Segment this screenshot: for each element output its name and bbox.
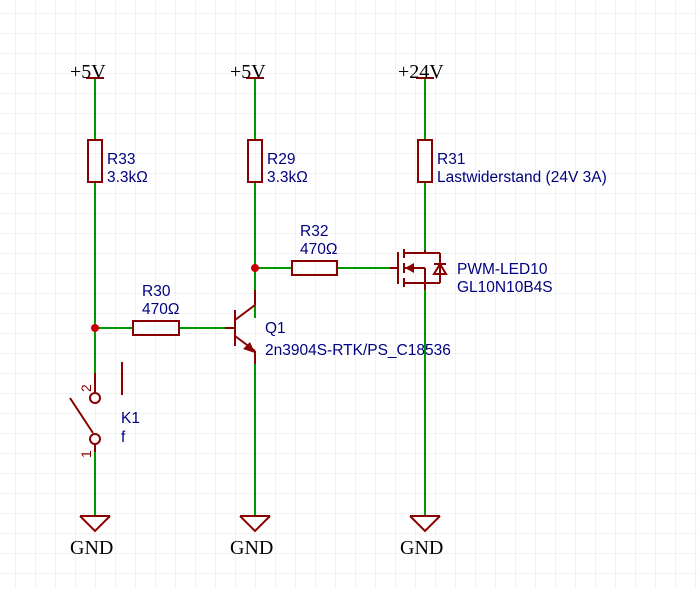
junction-dot (91, 324, 99, 332)
gnd-mid-symbol: GND (230, 515, 273, 559)
resistor-r33[interactable]: R33 3.3kΩ (87, 139, 148, 186)
mosfet-value: GL10N10B4S (457, 279, 553, 296)
resistor-r29[interactable]: R29 3.3kΩ (247, 139, 308, 186)
r29-value: 3.3kΩ (267, 169, 308, 186)
emitter-arrow-icon (243, 342, 255, 353)
vcc-mid-flag: +5V (230, 61, 266, 83)
transistor-q1[interactable]: Q1 2n3904S-RTK/PS_C18536 (225, 290, 451, 364)
r31-ref: R31 (437, 151, 465, 168)
vcc-left-label: +5V (70, 61, 106, 83)
junction-dot (251, 264, 259, 272)
r32-value: 470Ω (300, 241, 337, 258)
resistor-r32[interactable]: R32 470Ω (291, 223, 338, 276)
vcc-right-label: +24V (398, 61, 444, 83)
q1-value: 2n3904S-RTK/PS_C18536 (265, 342, 451, 359)
vcc-right-flag: +24V (398, 61, 444, 83)
gnd-right-label: GND (400, 537, 443, 559)
switch-k1[interactable]: 2 1 K1 f (69, 362, 140, 458)
r31-value: Lastwiderstand (24V 3A) (437, 169, 607, 186)
body-diode-icon (432, 262, 448, 275)
q1-ref: Q1 (265, 320, 286, 337)
k1-pin1-label: 1 (78, 450, 94, 458)
r32-ref: R32 (300, 223, 328, 240)
wires (94, 78, 426, 516)
r33-value: 3.3kΩ (107, 169, 148, 186)
gnd-mid-label: GND (230, 537, 273, 559)
r30-value: 470Ω (142, 301, 179, 318)
k1-pin2-label: 2 (78, 384, 94, 392)
r30-ref: R30 (142, 283, 171, 300)
mosfet-ref: PWM-LED10 (457, 261, 548, 278)
k1-value: f (121, 429, 126, 446)
r33-ref: R33 (107, 151, 135, 168)
mosfet-pwm-led10[interactable]: PWM-LED10 GL10N10B4S (390, 249, 553, 296)
vcc-mid-label: +5V (230, 61, 266, 83)
gnd-left-symbol: GND (70, 515, 113, 559)
r29-ref: R29 (267, 151, 295, 168)
resistor-r31[interactable]: R31 Lastwiderstand (24V 3A) (417, 139, 607, 186)
gnd-left-label: GND (70, 537, 113, 559)
k1-ref: K1 (121, 410, 140, 427)
gnd-right-symbol: GND (400, 515, 443, 559)
mosfet-arrow-icon (405, 263, 414, 273)
vcc-left-flag: +5V (70, 61, 106, 83)
resistor-r30[interactable]: R30 470Ω (132, 283, 180, 336)
